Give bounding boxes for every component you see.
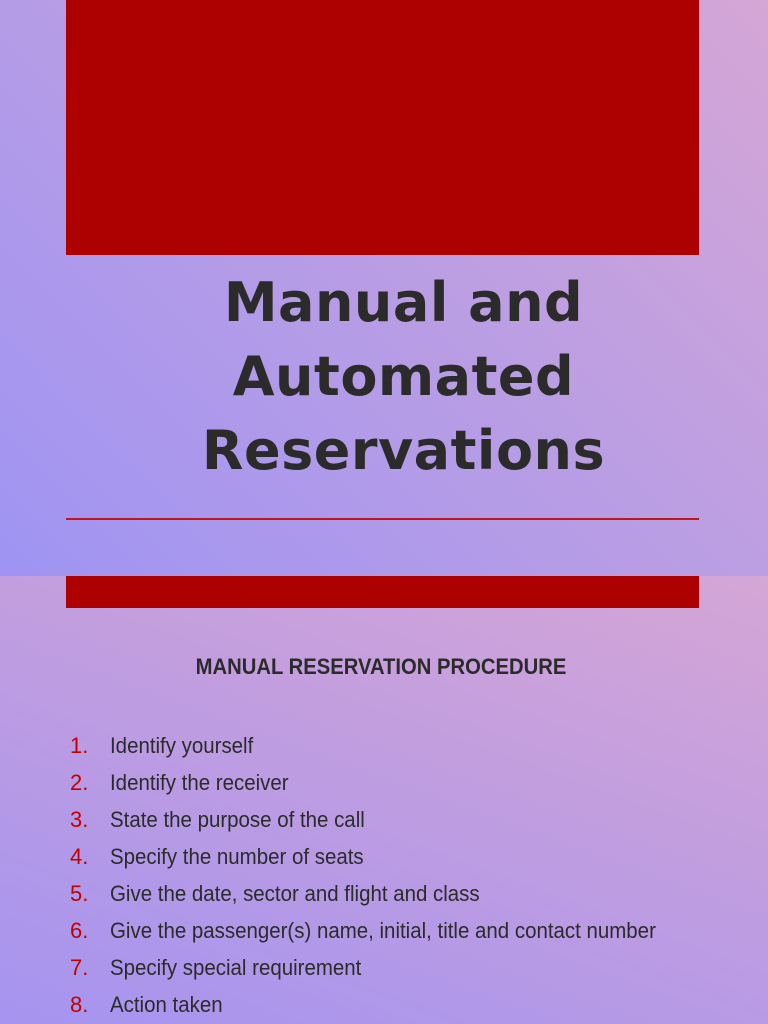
step-number: 8. [70, 991, 89, 1017]
title-line-2: Automated [232, 345, 575, 408]
list-item: 3. State the purpose of the call [70, 802, 697, 839]
step-text: Specify special requirement [110, 954, 362, 980]
step-text: Identify yourself [110, 733, 254, 759]
list-item: 4. Specify the number of seats [70, 839, 697, 876]
list-item: 1. Identify yourself [70, 728, 697, 765]
title-slide: Manual and Automated Reservations [0, 0, 768, 576]
slide-title: Manual and Automated Reservations [66, 266, 741, 488]
list-item: 6. Give the passenger(s) name, initial, … [70, 912, 697, 949]
list-item: 2. Identify the receiver [70, 765, 697, 802]
step-text: Give the date, sector and flight and cla… [110, 881, 480, 906]
step-number: 7. [70, 954, 89, 980]
title-slide-red-banner [66, 0, 699, 255]
list-item: 8. Action taken [70, 986, 697, 1023]
step-text: Specify the number of seats [110, 844, 364, 870]
step-number: 3. [70, 807, 89, 833]
procedure-slide: MANUAL RESERVATION PROCEDURE 1. Identify… [0, 576, 768, 1024]
step-number: 5. [70, 881, 89, 906]
title-divider [66, 518, 699, 520]
step-text: State the purpose of the call [110, 807, 365, 833]
title-line-3: Reservations [201, 419, 606, 482]
procedure-heading: MANUAL RESERVATION PROCEDURE [195, 654, 567, 679]
step-text: Identify the receiver [110, 770, 289, 796]
step-text: Action taken [110, 991, 223, 1017]
list-item: 5. Give the date, sector and flight and … [70, 876, 697, 913]
title-line-1: Manual and [223, 271, 584, 334]
step-number: 2. [70, 770, 89, 796]
step-number: 6. [70, 917, 89, 943]
procedure-slide-red-banner [66, 576, 699, 608]
procedure-steps-list: 1. Identify yourself 2. Identify the rec… [70, 728, 697, 1023]
step-text: Give the passenger(s) name, initial, tit… [110, 917, 656, 943]
step-number: 4. [70, 844, 89, 870]
step-number: 1. [70, 733, 89, 759]
list-item: 7. Specify special requirement [70, 949, 697, 986]
